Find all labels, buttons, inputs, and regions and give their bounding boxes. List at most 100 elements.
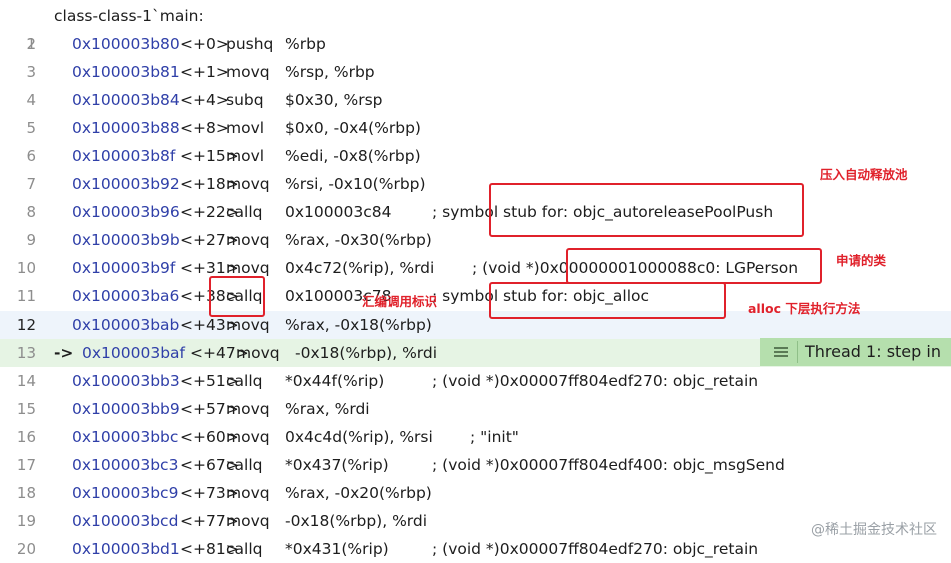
menu-lines-icon[interactable] <box>768 338 794 366</box>
instruction-offset: <+47> <box>190 343 249 362</box>
instruction-address: 0x100003b81 <box>72 63 180 82</box>
instruction-operands: %edi, -0x8(%rbp) <box>285 147 421 166</box>
instruction-address: 0x100003ba6 <box>72 287 180 306</box>
badge-divider <box>797 341 798 363</box>
instruction-operands: %rax, %rdi <box>285 399 370 418</box>
instruction-address: 0x100003b84 <box>72 91 180 110</box>
instruction-comment: ; symbol stub for: objc_autoreleasePoolP… <box>432 203 774 222</box>
line-number: 20 <box>16 539 36 558</box>
instruction-operands: *0x437(%rip) <box>285 455 389 474</box>
line-number: 11 <box>16 287 36 306</box>
instruction-comment: ; "init" <box>470 427 519 446</box>
line-number: 19 <box>16 511 36 530</box>
instruction-opcode: movq <box>226 231 270 250</box>
instruction-operands: $0x0, -0x4(%rbp) <box>285 119 421 138</box>
instruction-address: 0x100003bb9 <box>72 399 180 418</box>
instruction-offset: <+60> <box>180 427 239 446</box>
instruction-offset: <+43> <box>180 315 239 334</box>
instruction-offset: <+22> <box>180 203 239 222</box>
line-number: 10 <box>16 259 36 278</box>
instruction-address: 0x100003bbc <box>72 427 179 446</box>
instruction-offset: <+31> <box>180 259 239 278</box>
function-label: class-class-1`main: <box>54 7 204 25</box>
line-number: 3 <box>26 63 36 82</box>
annotation-box-class <box>566 248 822 284</box>
instruction-operands: %rsp, %rbp <box>285 63 375 82</box>
instruction-operands: -0x18(%rbp), %rdi <box>295 343 438 362</box>
instruction-operands: 0x100003c78 <box>285 287 392 306</box>
line-number: 17 <box>16 455 36 474</box>
instruction-opcode: movq <box>226 483 270 502</box>
line-number: 16 <box>16 427 36 446</box>
instruction-offset: <+67> <box>180 455 239 474</box>
instruction-operands: %rax, -0x30(%rbp) <box>285 231 432 250</box>
instruction-offset: <+8> <box>180 119 229 138</box>
annotation-class-note: 申请的类 <box>836 253 887 268</box>
instruction-offset: <+27> <box>180 231 239 250</box>
instruction-offset: <+18> <box>180 175 239 194</box>
instruction-opcode: callq <box>226 371 263 390</box>
instruction-comment: ; (void *)0x00007ff804edf400: objc_msgSe… <box>432 455 785 474</box>
instruction-opcode: movq <box>226 315 270 334</box>
line-number: 15 <box>16 399 36 418</box>
instruction-address: 0x100003b8f <box>72 147 176 166</box>
line-number: 6 <box>26 147 36 166</box>
instruction-address: 0x100003b9b <box>72 231 180 250</box>
line-number: 8 <box>26 203 36 222</box>
line-number: 9 <box>26 231 36 250</box>
annotation-asm-mark-note: 汇编调用标识 <box>362 294 438 309</box>
instruction-address: 0x100003bd1 <box>72 539 180 558</box>
watermark: @稀土掘金技术社区 <box>811 522 937 538</box>
line-number: 13 <box>16 343 36 362</box>
instruction-offset: <+4> <box>180 91 229 110</box>
instruction-comment: ; symbol stub for: objc_alloc <box>432 287 649 306</box>
instruction-offset: <+51> <box>180 371 239 390</box>
line-number: 5 <box>26 119 36 138</box>
instruction-operands: %rax, -0x20(%rbp) <box>285 483 432 502</box>
instruction-operands: *0x44f(%rip) <box>285 371 385 390</box>
annotation-box-push <box>489 183 804 237</box>
instruction-opcode: movq <box>226 511 270 530</box>
instruction-address: 0x100003bc9 <box>72 483 179 502</box>
instruction-address: 0x100003baf <box>82 343 185 362</box>
instruction-operands: $0x30, %rsp <box>285 91 383 110</box>
instruction-address: 0x100003b96 <box>72 203 180 222</box>
instruction-address: 0x100003b80 <box>72 35 180 53</box>
line-number: 14 <box>16 371 36 390</box>
code-line[interactable]: 18 0x100003bc9<+73>movq %rax, -0x20(%rbp) <box>0 479 951 507</box>
instruction-offset: <+73> <box>180 483 239 502</box>
instruction-opcode: movl <box>226 119 265 138</box>
instruction-opcode: subq <box>226 91 264 110</box>
instruction-comment: ; (void *)0x00007ff804edf270: objc_retai… <box>432 539 759 558</box>
instruction-opcode: movq <box>226 63 270 82</box>
code-line[interactable]: 9 0x100003b9b<+27>movq %rax, -0x30(%rbp) <box>0 226 951 254</box>
instruction-opcode: callq <box>226 203 263 222</box>
instruction-offset: <+15> <box>180 147 239 166</box>
instruction-opcode: movq <box>226 259 270 278</box>
code-line[interactable]: 1 class-class-1`main: <box>0 2 951 53</box>
annotation-box-alloc <box>489 282 726 319</box>
instruction-address: 0x100003bab <box>72 315 180 334</box>
thread-step-badge[interactable]: Thread 1: step in <box>760 338 951 366</box>
instruction-opcode: callq <box>226 539 263 558</box>
instruction-operands: 0x4c72(%rip), %rdi <box>285 259 435 278</box>
instruction-opcode: movq <box>226 427 270 446</box>
line-number: 18 <box>16 483 36 502</box>
